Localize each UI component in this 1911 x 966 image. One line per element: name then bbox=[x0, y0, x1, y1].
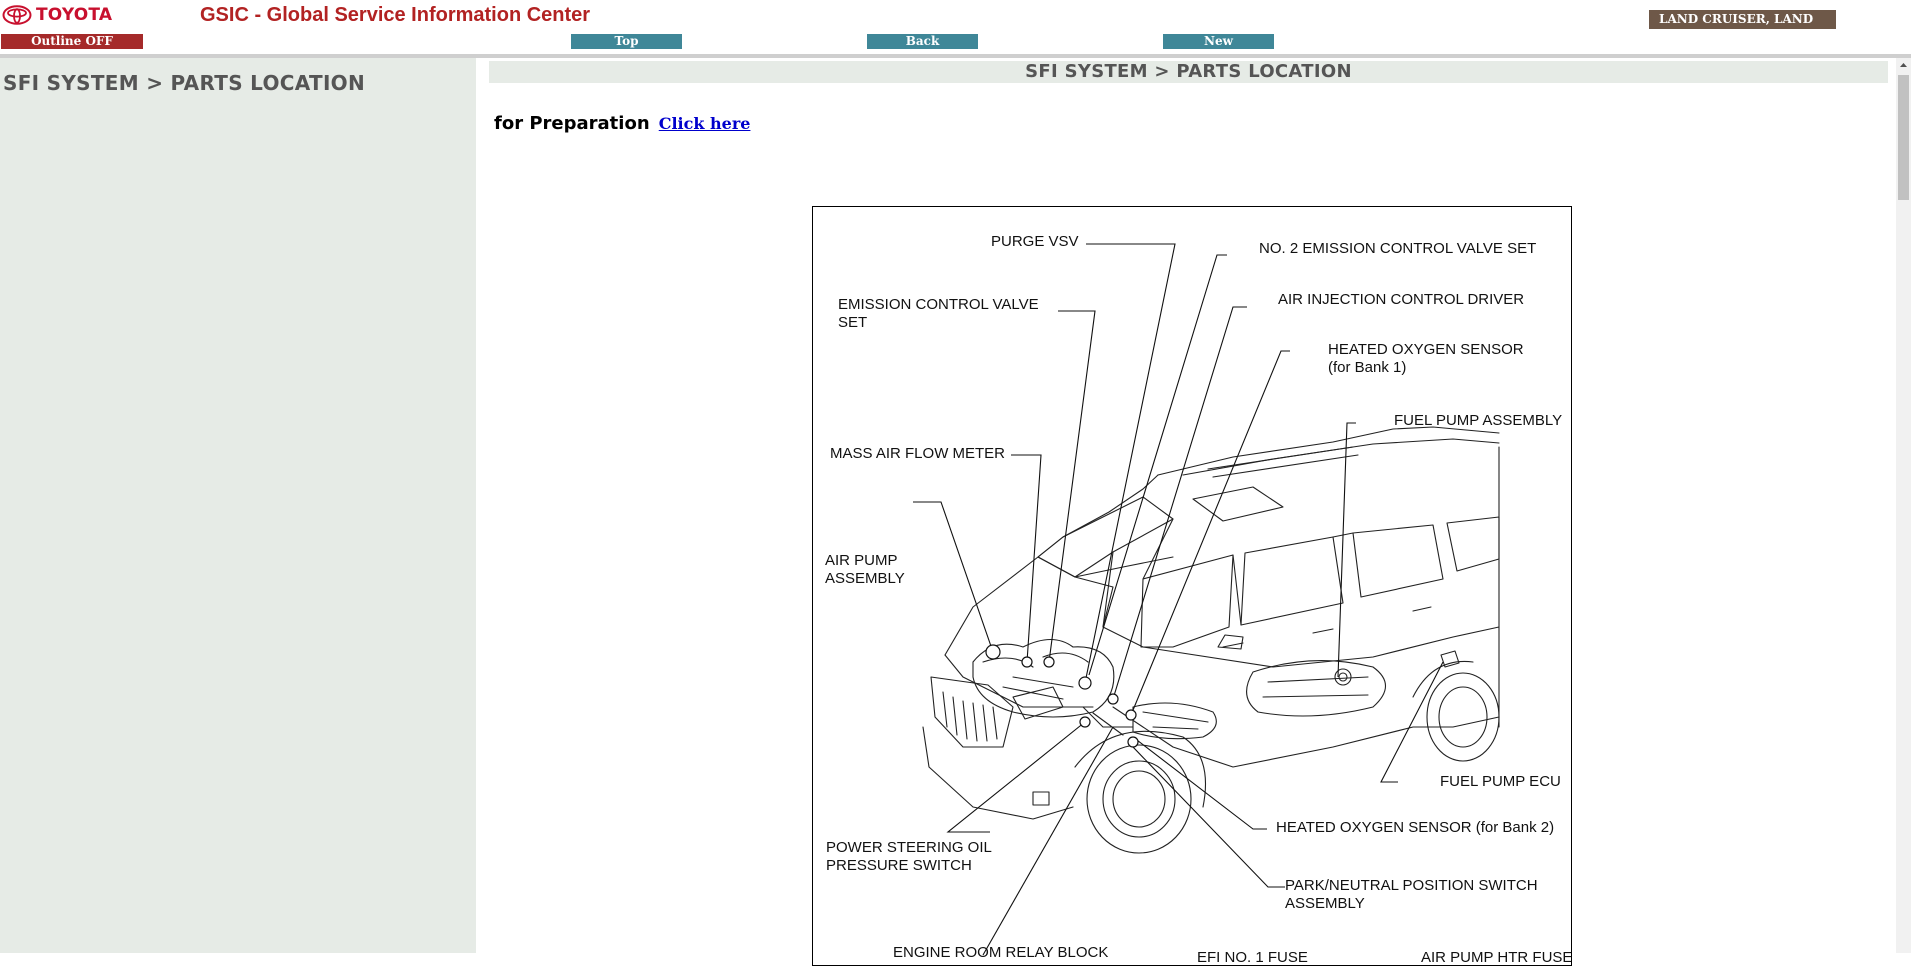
sidebar-title[interactable]: SFI SYSTEM > PARTS LOCATION bbox=[3, 71, 366, 95]
label-air-injection-control-driver: AIR INJECTION CONTROL DRIVER bbox=[1278, 291, 1525, 308]
label-air-pump-htr-fuse: AIR PUMP HTR FUSE bbox=[1421, 949, 1572, 966]
label-air-pump-assembly: AIR PUMP ASSEMBLY bbox=[825, 552, 905, 587]
preparation-link[interactable]: Click here bbox=[658, 114, 751, 133]
label-mass-air-flow-meter: MASS AIR FLOW METER bbox=[830, 445, 1006, 462]
sidebar: SFI SYSTEM > PARTS LOCATION bbox=[0, 58, 476, 953]
new-button[interactable]: New bbox=[1163, 34, 1274, 49]
toyota-emblem-icon bbox=[2, 5, 32, 25]
preparation-line: for Preparation Click here bbox=[494, 113, 750, 134]
parts-location-figure: PURGE VSV NO. 2 EMISSION CONTROL VALVE S… bbox=[812, 206, 1572, 966]
leader-lines bbox=[913, 243, 1444, 956]
component-markers bbox=[985, 644, 1139, 748]
preparation-label: for Preparation bbox=[494, 113, 650, 134]
scrollbar-thumb[interactable] bbox=[1898, 75, 1909, 200]
label-efi-no1-fuse: EFI NO. 1 FUSE bbox=[1197, 949, 1308, 966]
label-park-neutral-position-switch: PARK/NEUTRAL POSITION SWITCH ASSEMBLY bbox=[1285, 877, 1538, 912]
toyota-logo: TOYOTA bbox=[2, 4, 112, 26]
label-fuel-pump-ecu: FUEL PUMP ECU bbox=[1440, 773, 1561, 790]
back-button[interactable]: Back bbox=[867, 34, 978, 49]
header-bar: TOYOTA GSIC - Global Service Information… bbox=[0, 0, 1911, 58]
label-heated-oxygen-sensor-bank2: HEATED OXYGEN SENSOR (for Bank 2) bbox=[1276, 819, 1555, 836]
label-emission-control-valve-set: EMISSION CONTROL VALVE SET bbox=[838, 296, 1039, 331]
header-divider bbox=[0, 54, 1911, 58]
app-title: GSIC - Global Service Information Center bbox=[200, 4, 591, 26]
label-heated-oxygen-sensor-bank1: HEATED OXYGEN SENSOR (for Bank 1) bbox=[1328, 341, 1524, 376]
vehicle-outline bbox=[922, 426, 1500, 854]
logo-text: TOYOTA bbox=[36, 5, 113, 25]
page-title: SFI SYSTEM > PARTS LOCATION bbox=[489, 61, 1888, 83]
scroll-up-arrow-icon[interactable] bbox=[1896, 58, 1911, 73]
label-power-steering-oil-pressure-switch: POWER STEERING OIL PRESSURE SWITCH bbox=[826, 839, 992, 874]
label-purge-vsv: PURGE VSV bbox=[991, 233, 1079, 250]
top-button[interactable]: Top bbox=[571, 34, 682, 49]
outline-toggle-button[interactable]: Outline OFF bbox=[1, 34, 143, 49]
label-fuel-pump-assembly: FUEL PUMP ASSEMBLY bbox=[1394, 412, 1563, 429]
vehicle-selector-button[interactable]: LAND CRUISER, LAND bbox=[1649, 10, 1836, 29]
vertical-scrollbar[interactable] bbox=[1896, 58, 1911, 953]
label-no2-emission-control-valve-set: NO. 2 EMISSION CONTROL VALVE SET bbox=[1259, 240, 1537, 257]
vehicle-illustration bbox=[913, 243, 1500, 956]
label-engine-room-relay-block: ENGINE ROOM RELAY BLOCK bbox=[893, 944, 1109, 961]
main-content: SFI SYSTEM > PARTS LOCATION for Preparat… bbox=[476, 58, 1896, 966]
